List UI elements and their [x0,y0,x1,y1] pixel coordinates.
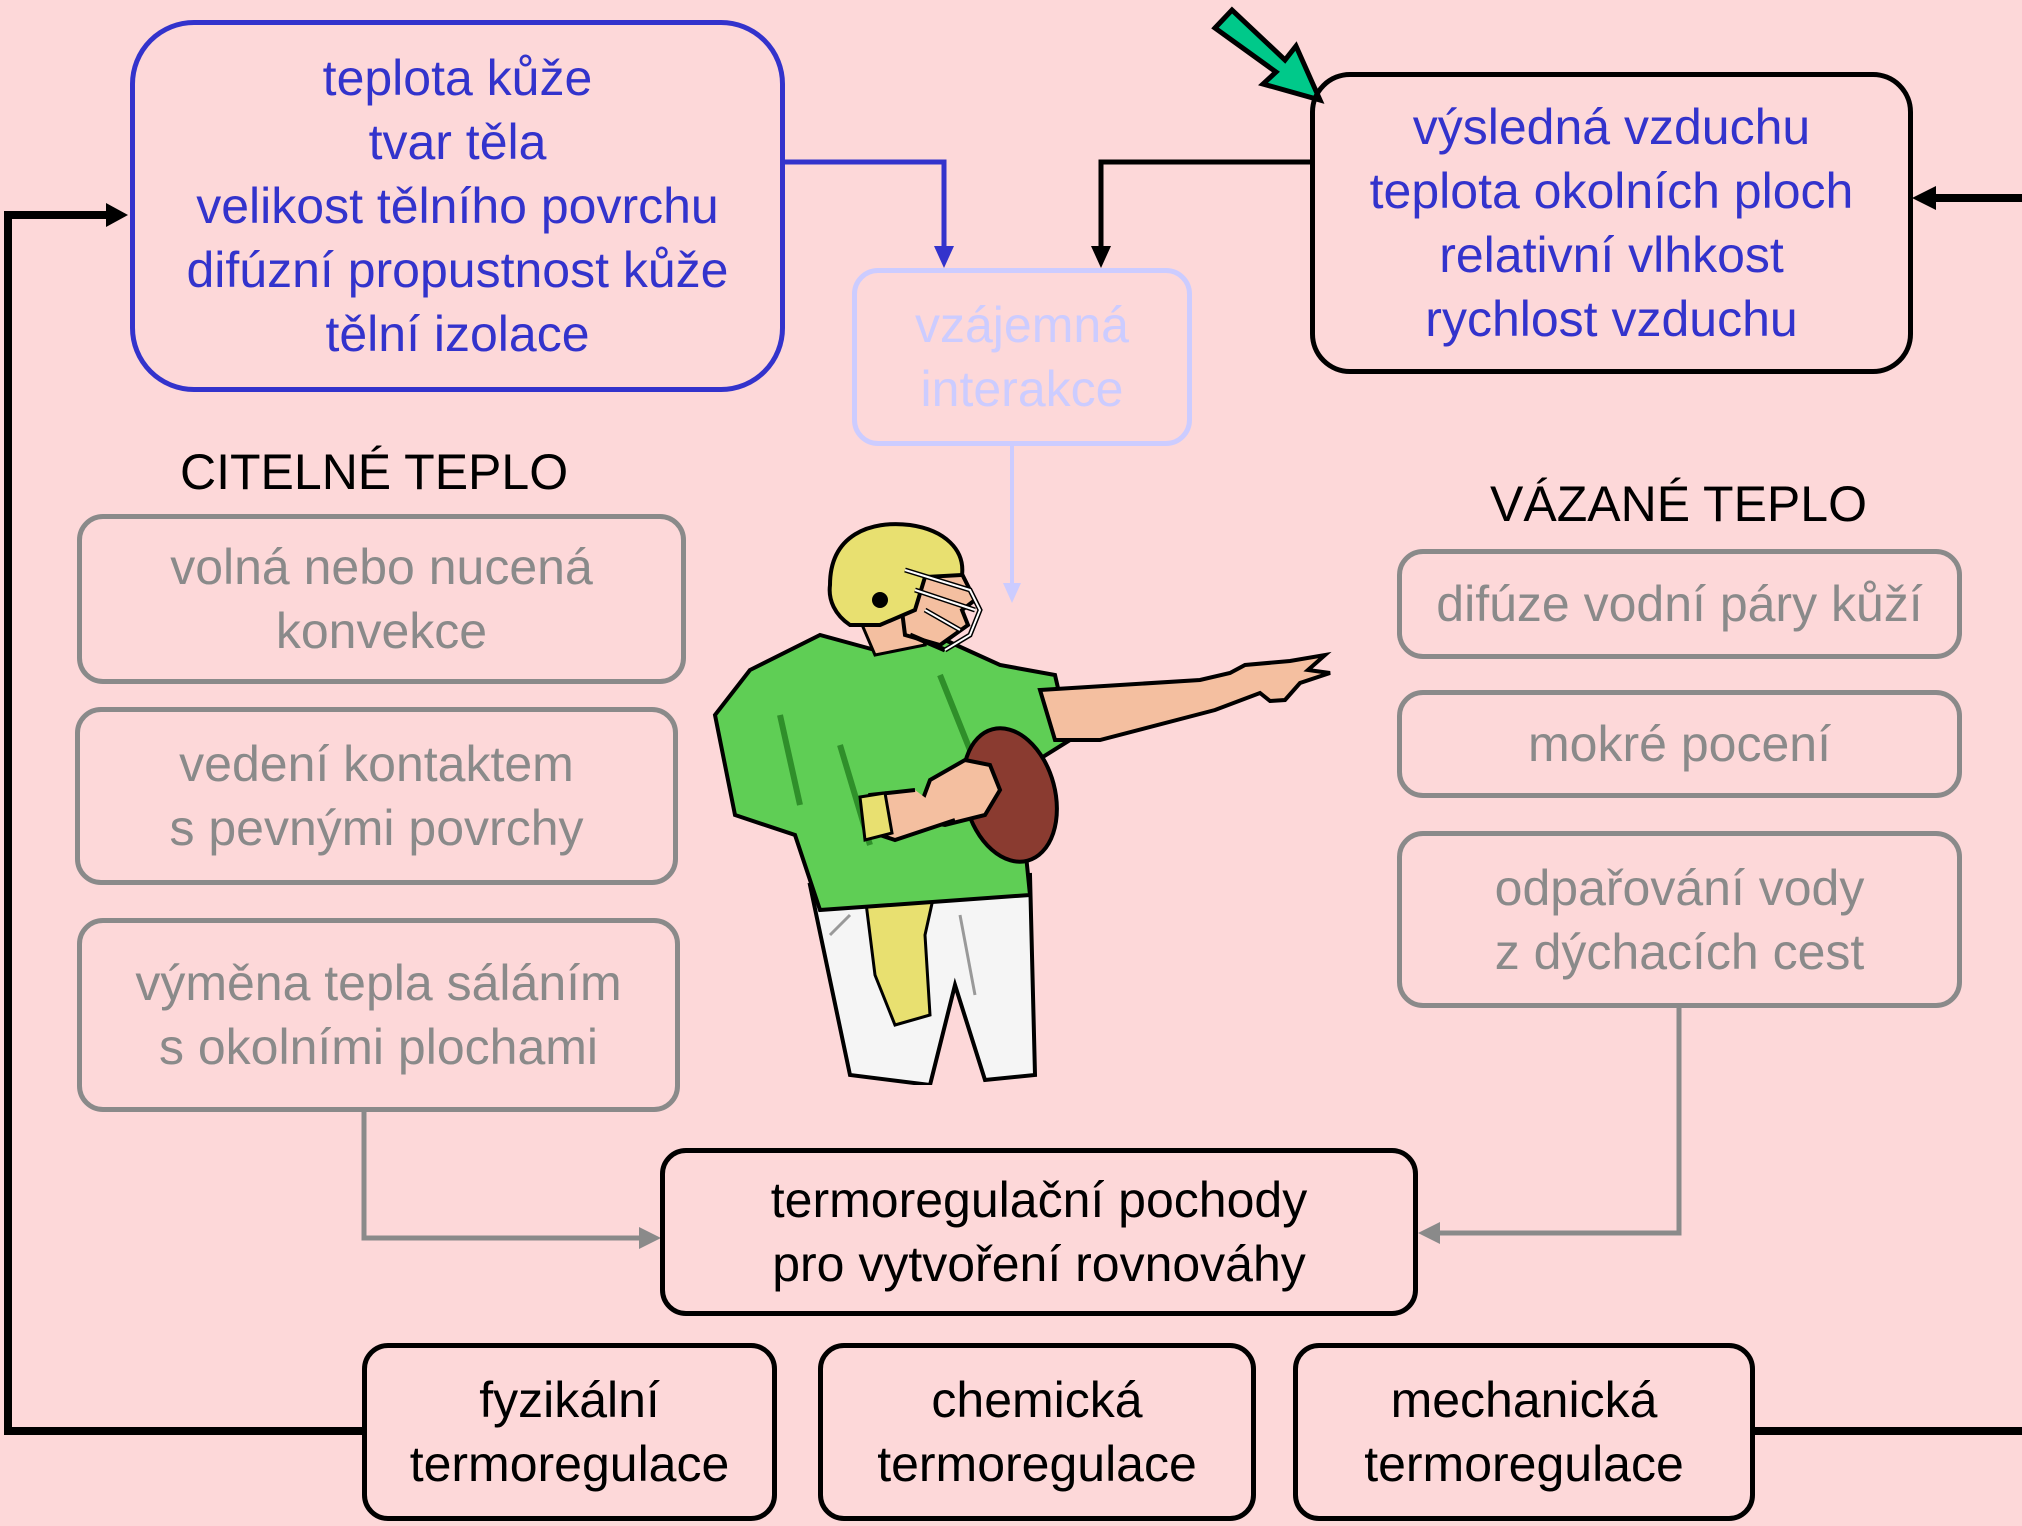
football-player-illustration [712,522,1332,1085]
body-factor-line: velikost tělního povrchu [196,178,719,234]
body-factor-line: teplota kůže [322,50,593,106]
sweating-box: mokré pocení [1397,690,1962,798]
vapor-diffusion-line: difúze vodní páry kůží [1436,576,1923,632]
chemical-thermoregulation-box: chemická termoregulace [818,1343,1256,1521]
environment-factors-box: výsledná vzduchu teplota okolních ploch … [1310,72,1913,374]
interaction-line: vzájemná [915,297,1129,353]
convection-line: volná nebo nucená [170,539,593,595]
radiation-line: s okolními plochami [158,1019,599,1075]
respiration-box: odpařování vody z dýchacích cest [1397,831,1962,1008]
radiation-line: výměna tepla sáláním [135,955,622,1011]
body-factor-line: tělní izolace [325,306,590,362]
chemical-thermoregulation-line: termoregulace [877,1436,1197,1492]
chemical-thermoregulation-line: chemická [931,1372,1143,1428]
radiation-box: výměna tepla sáláním s okolními plochami [77,918,680,1112]
feedback-arrowhead-right [1912,186,1936,210]
respiration-line: z dýchacích cest [1494,923,1865,980]
conduction-box: vedení kontaktem s pevnými povrchy [75,707,678,885]
body-factor-line: tvar těla [368,114,547,170]
thermoregulation-process-box: termoregulační pochody pro vytvoření rov… [660,1148,1418,1316]
mechanical-thermoregulation-box: mechanická termoregulace [1293,1343,1755,1521]
convection-line: konvekce [275,603,488,659]
environment-factor-line: relativní vlhkost [1439,227,1784,283]
teal-arrow-icon [1211,6,1325,104]
sweating-line: mokré pocení [1528,716,1831,772]
feedback-arrowhead-left [106,203,128,227]
body-factor-line: difúzní propustnost kůže [186,242,729,298]
conduction-line: vedení kontaktem [179,736,574,792]
physical-thermoregulation-line: termoregulace [409,1436,730,1492]
environment-factor-line: teplota okolních ploch [1369,163,1854,219]
thermoregulation-process-line: pro vytvoření rovnováhy [772,1236,1306,1292]
body-factors-box: teplota kůže tvar těla velikost tělního … [130,20,785,392]
latent-heat-heading: VÁZANÉ TEPLO [1490,476,1867,532]
environment-factor-line: rychlost vzduchu [1425,291,1798,347]
respiration-line: odpařování vody [1494,859,1865,916]
sensible-heat-heading: CITELNÉ TEPLO [180,444,569,500]
physical-thermoregulation-line: fyzikální [479,1372,660,1428]
environment-factor-line: výsledná vzduchu [1412,99,1811,155]
interaction-box: vzájemná interakce [852,268,1192,446]
thermoregulation-process-line: termoregulační pochody [770,1172,1308,1228]
conduction-line: s pevnými povrchy [169,800,584,856]
feedback-line-left [4,211,362,1435]
physical-thermoregulation-box: fyzikální termoregulace [362,1343,777,1521]
vapor-diffusion-box: difúze vodní páry kůží [1397,549,1962,659]
mechanical-thermoregulation-line: termoregulace [1364,1436,1684,1492]
interaction-line: interakce [920,361,1124,417]
mechanical-thermoregulation-line: mechanická [1390,1372,1658,1428]
convection-box: volná nebo nucená konvekce [77,514,686,684]
